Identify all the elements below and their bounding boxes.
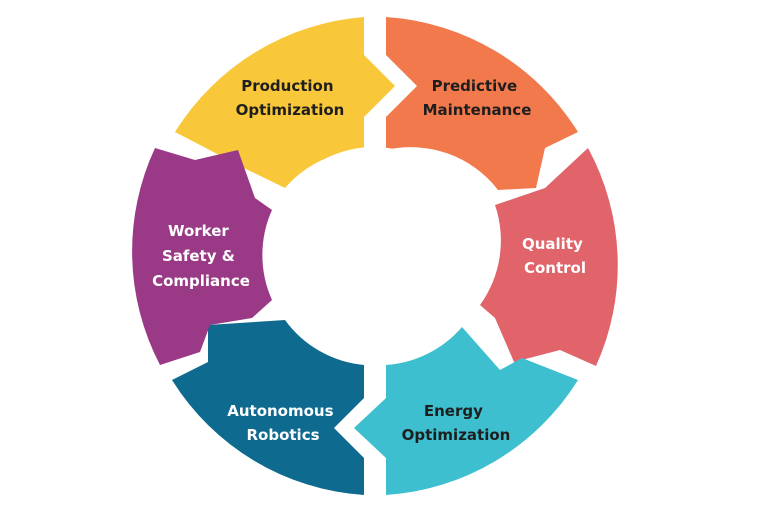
segment-shape-worker-safety-compliance bbox=[132, 148, 272, 365]
segment-label-autonomous-robotics-line2: Robotics bbox=[246, 426, 319, 444]
segment-label-production-optimization-line2: Optimization bbox=[236, 101, 345, 119]
segment-shape-energy-optimization bbox=[354, 327, 578, 495]
segment-label-autonomous-robotics-line1: Autonomous bbox=[227, 402, 333, 420]
svg-text:Worker Safety & Co: Worker Safety & Compliance bbox=[152, 222, 250, 290]
segment-shape-production-optimization bbox=[175, 17, 395, 188]
segment-shape-predictive-maintenance bbox=[386, 17, 578, 190]
svg-text:Predictive Maintenance: Predictive Maintenance bbox=[423, 77, 532, 119]
segment-worker-safety-compliance: Worker Safety & Compliance bbox=[132, 148, 272, 365]
segment-shape-autonomous-robotics bbox=[172, 320, 364, 495]
segment-predictive-maintenance: Predictive Maintenance bbox=[386, 17, 578, 190]
segment-label-worker-safety-compliance-line3: Compliance bbox=[152, 272, 250, 290]
segment-label-energy-optimization-line2: Optimization bbox=[402, 426, 511, 444]
svg-text:Autonomous Robotics: Autonomous Robotics bbox=[227, 402, 339, 444]
segment-label-energy-optimization-line1: Energy bbox=[424, 402, 483, 420]
segment-label-quality-control-line2: Control bbox=[524, 259, 586, 277]
segment-label-worker-safety-compliance-line2: Safety & bbox=[162, 247, 235, 265]
segment-label-predictive-maintenance-line1: Predictive bbox=[432, 77, 518, 95]
segment-label-predictive-maintenance-line2: Maintenance bbox=[423, 101, 532, 119]
svg-text:Energy Optimization: Energy Optimization bbox=[402, 402, 511, 444]
segment-label-quality-control-line1: Quality bbox=[522, 235, 583, 253]
segment-production-optimization: Production Optimization bbox=[175, 17, 395, 188]
svg-text:Quality Control: Quality Control bbox=[522, 235, 588, 277]
segment-shape-quality-control bbox=[480, 148, 618, 366]
segment-energy-optimization: Energy Optimization bbox=[354, 327, 578, 495]
segment-quality-control: Quality Control bbox=[480, 148, 618, 366]
segment-label-worker-safety-compliance-line1: Worker bbox=[168, 222, 229, 240]
svg-text:Production Optimization: Production Optimization bbox=[236, 77, 345, 119]
segment-autonomous-robotics: Autonomous Robotics bbox=[172, 320, 364, 495]
segment-label-production-optimization-line1: Production bbox=[241, 77, 333, 95]
center-hole bbox=[266, 147, 482, 363]
